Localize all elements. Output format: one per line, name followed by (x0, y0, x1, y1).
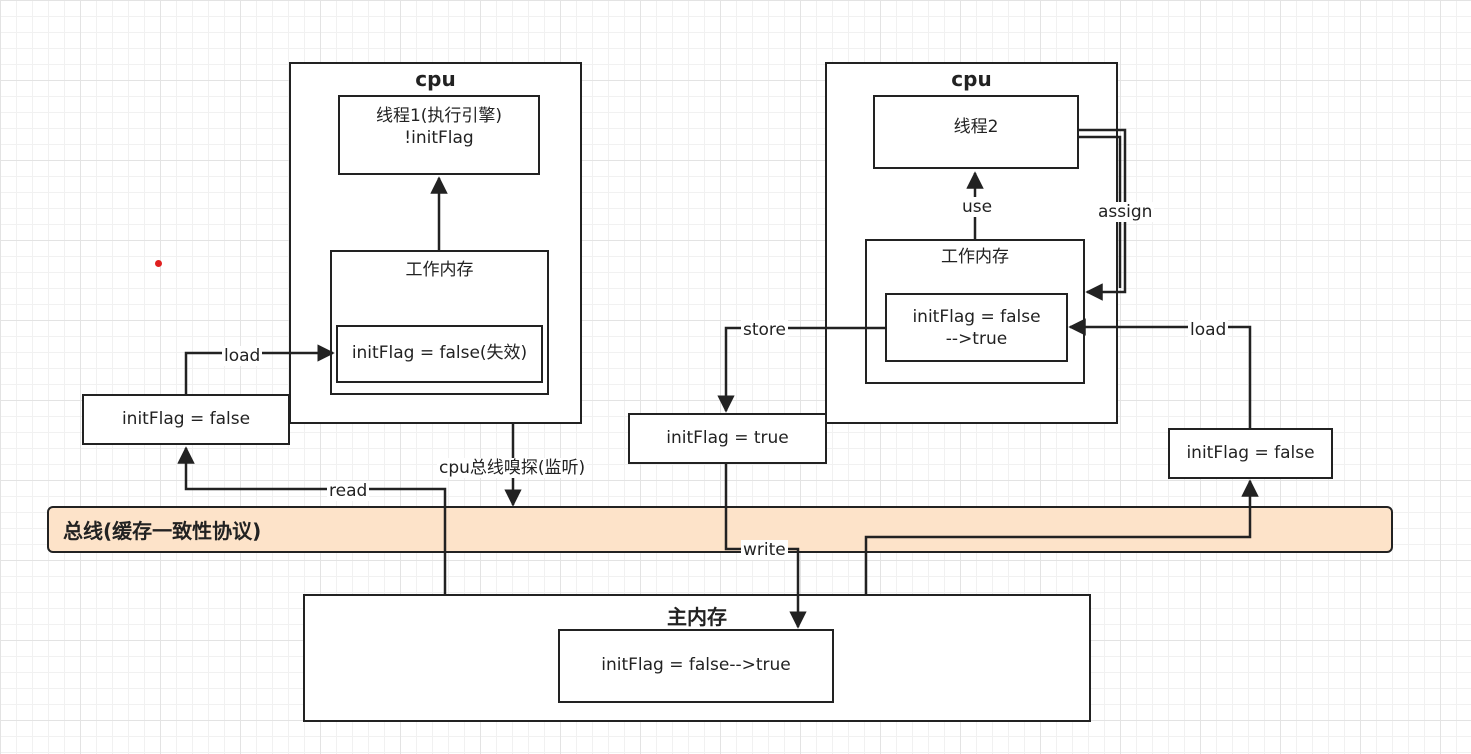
red-dot-marker (155, 260, 162, 267)
cpu1-title: cpu (415, 67, 456, 91)
cpu2-work-var-line1: initFlag = false (912, 306, 1041, 327)
arrow-store (717, 326, 885, 413)
main-memory-title: 主内存 (667, 605, 727, 629)
edge-label-load-right: load (1188, 320, 1229, 340)
cpu1-work-var-box: initFlag = false(失效) (336, 325, 543, 383)
cpu2-work-var-box: initFlag = false -->true (885, 293, 1068, 362)
edge-label-write: write (741, 540, 788, 560)
bus-bar: 总线(缓存一致性协议) (47, 506, 1393, 553)
edge-label-store: store (741, 320, 788, 340)
edge-label-snoop: cpu总线嗅探(监听) (437, 458, 588, 478)
arrow-assign-inner (1079, 135, 1122, 288)
thread2-label: 线程2 (953, 117, 999, 137)
thread1-condition: !initFlag (404, 128, 474, 148)
arrow-load-left (184, 344, 335, 394)
arrow-main-to-right (864, 479, 1259, 594)
cpu2-work-memory-label: 工作内存 (941, 247, 1009, 267)
thread1-label: 线程1(执行引擎) (375, 106, 503, 126)
left-var: initFlag = false (121, 408, 251, 429)
main-memory-var-box: initFlag = false-->true (558, 629, 834, 703)
right-var-box: initFlag = false (1168, 428, 1333, 479)
left-var-box: initFlag = false (82, 394, 290, 445)
arrow-load-right (1068, 318, 1252, 428)
edge-label-read: read (327, 481, 370, 501)
arrow-read (177, 446, 447, 594)
bus-label: 总线(缓存一致性协议) (63, 519, 262, 543)
edge-label-use: use (960, 197, 995, 217)
middle-var-box: initFlag = true (628, 413, 827, 464)
thread1-box: 线程1(执行引擎) !initFlag (338, 95, 540, 175)
cpu1-work-var: initFlag = false(失效) (351, 343, 528, 364)
cpu2-work-var-line2: -->true (945, 328, 1008, 349)
main-memory-var: initFlag = false-->true (601, 655, 791, 676)
cpu1-work-memory-label: 工作内存 (405, 260, 474, 280)
right-var: initFlag = false (1186, 442, 1315, 463)
edge-label-load-left: load (222, 346, 263, 366)
thread2-box: 线程2 (873, 95, 1079, 169)
edge-label-assign: assign (1096, 202, 1155, 222)
cpu2-title: cpu (951, 67, 992, 91)
middle-var: initFlag = true (666, 427, 789, 448)
